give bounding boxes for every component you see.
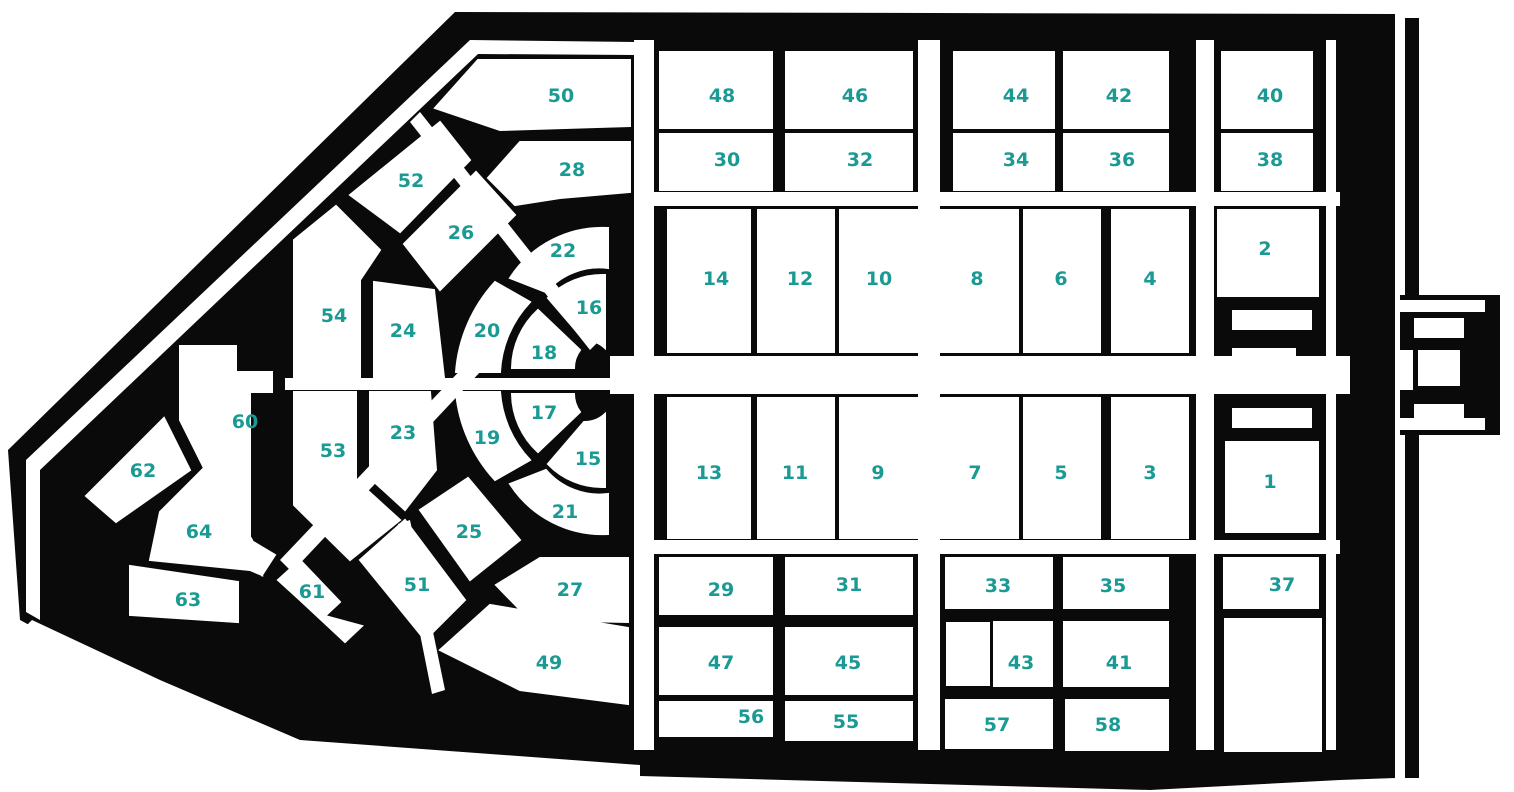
path-network (24, 40, 1485, 778)
plot-35[interactable] (1063, 557, 1169, 609)
plot-1[interactable] (1225, 441, 1319, 533)
plot-37[interactable] (1223, 557, 1319, 609)
plot-12[interactable] (757, 209, 835, 353)
plot-19[interactable] (454, 391, 532, 482)
plot-32[interactable] (785, 133, 913, 191)
plot-9[interactable] (839, 397, 919, 539)
plot-46[interactable] (785, 51, 913, 129)
plot-23[interactable] (369, 391, 438, 512)
plot-17[interactable] (510, 393, 582, 454)
plot-28[interactable] (486, 141, 631, 207)
plot-11[interactable] (757, 397, 835, 539)
plot-58[interactable] (1065, 699, 1169, 751)
plot-42[interactable] (1063, 51, 1169, 129)
plot-5[interactable] (1023, 397, 1101, 539)
plot-64[interactable] (148, 464, 264, 577)
plot-21[interactable] (508, 468, 609, 536)
plot-43[interactable] (993, 621, 1053, 687)
plot-33[interactable] (945, 557, 1053, 609)
plot-63[interactable] (129, 564, 239, 624)
plot-18[interactable] (510, 308, 582, 369)
plot-30[interactable] (659, 133, 773, 191)
plot-7[interactable] (931, 397, 1019, 539)
plot-24[interactable] (373, 280, 446, 379)
plot-29[interactable] (659, 557, 773, 615)
plot-38[interactable] (1221, 133, 1313, 191)
plot-50[interactable] (433, 59, 631, 132)
plot-31[interactable] (785, 557, 913, 615)
plot-34[interactable] (953, 133, 1055, 191)
plot-14[interactable] (667, 209, 751, 353)
plot-45[interactable] (785, 627, 913, 695)
plot-57[interactable] (945, 699, 1053, 749)
plot-53[interactable] (293, 391, 402, 562)
plot-3[interactable] (1111, 397, 1189, 539)
plot-40[interactable] (1221, 51, 1313, 129)
plot-8[interactable] (939, 209, 1019, 353)
plot-4[interactable] (1111, 209, 1189, 353)
plot-15[interactable] (546, 411, 606, 489)
plot-56[interactable] (659, 701, 773, 737)
plot-51[interactable] (358, 518, 467, 642)
plot-44[interactable] (953, 51, 1055, 129)
plot-20[interactable] (454, 280, 532, 373)
plot-25[interactable] (418, 476, 522, 582)
plot-55[interactable] (785, 701, 913, 741)
plot-36[interactable] (1063, 133, 1169, 191)
plot-26[interactable] (402, 170, 517, 292)
plot-41[interactable] (1063, 621, 1169, 687)
plot-62[interactable] (84, 416, 192, 524)
plot-13[interactable] (667, 397, 751, 539)
plot-2[interactable] (1217, 209, 1319, 297)
plot-54[interactable] (293, 204, 382, 379)
plot-52[interactable] (348, 120, 472, 234)
plot-49[interactable] (438, 603, 629, 706)
plot-6[interactable] (1023, 209, 1101, 353)
plot-61[interactable] (276, 558, 364, 644)
plot-10[interactable] (839, 209, 919, 353)
plot-22[interactable] (508, 226, 609, 294)
plot-16[interactable] (546, 273, 606, 351)
plot-47[interactable] (659, 627, 773, 695)
plot-48[interactable] (659, 51, 773, 129)
